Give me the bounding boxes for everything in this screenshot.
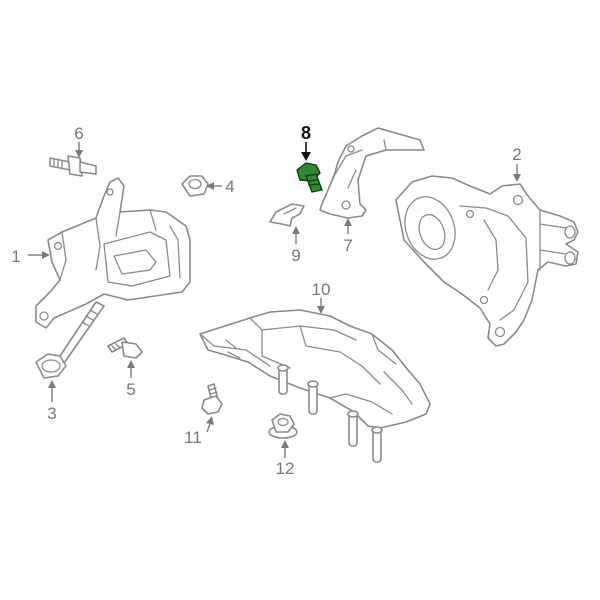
part-5-bolt — [107, 337, 143, 359]
part-9-clip — [269, 203, 305, 227]
callout-11: 11 — [184, 428, 202, 447]
callout-12: 12 — [276, 459, 295, 478]
callout-10: 10 — [312, 280, 331, 299]
part-1-left-mount — [35, 177, 191, 329]
part-11-bolt — [201, 383, 223, 415]
part-10-crossmember — [199, 309, 431, 463]
part-8-bolt-highlighted — [296, 162, 323, 193]
part-3-through-bolt — [35, 301, 105, 379]
callout-3: 3 — [47, 404, 56, 423]
callout-7: 7 — [343, 236, 352, 255]
part-2-right-mount — [395, 175, 579, 347]
part-6-stud-bolt — [49, 155, 97, 177]
callout-labels: 1 2 3 4 5 6 7 8 9 10 11 12 — [11, 123, 521, 478]
callout-5: 5 — [126, 380, 135, 399]
callout-4: 4 — [225, 177, 234, 196]
callout-9: 9 — [291, 246, 300, 265]
leader-lines — [28, 142, 521, 458]
callout-1: 1 — [11, 247, 20, 266]
part-12-flange-nut — [268, 413, 298, 439]
callout-6: 6 — [74, 124, 83, 143]
callout-8-highlighted: 8 — [301, 123, 311, 143]
callout-2: 2 — [512, 145, 521, 164]
part-4-nut — [181, 175, 209, 197]
